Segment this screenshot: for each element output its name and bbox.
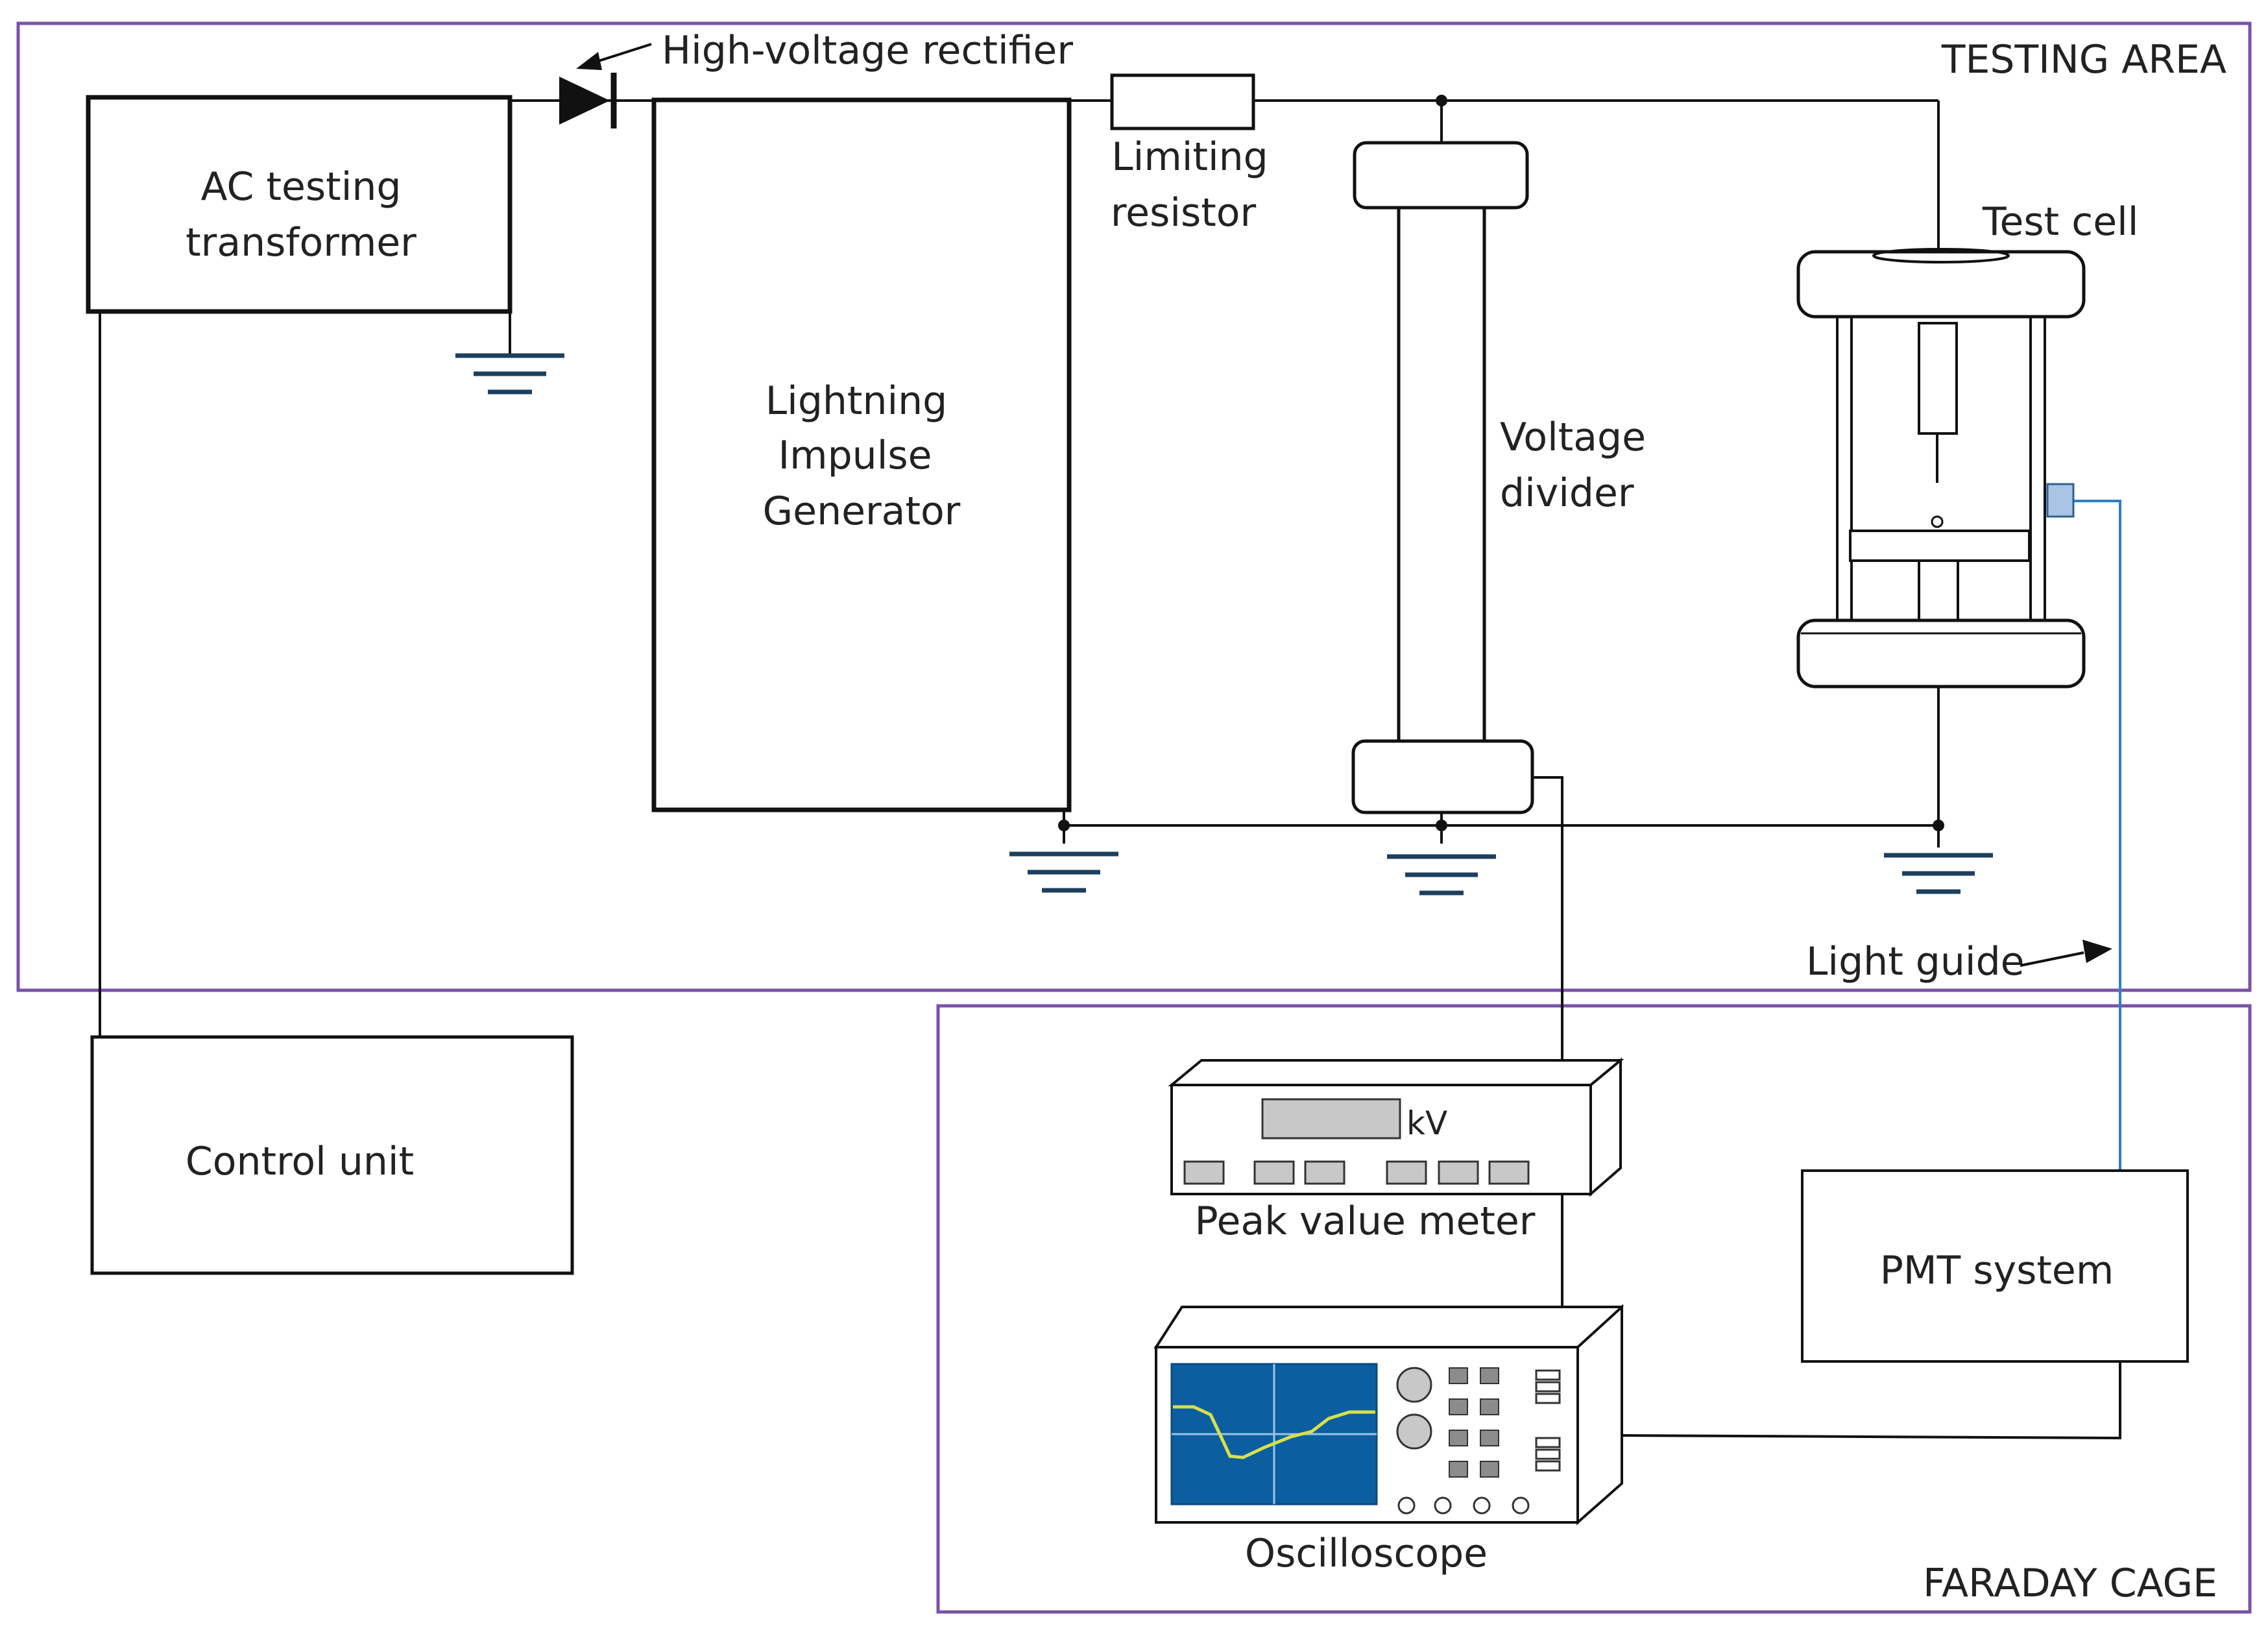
ground-symbol xyxy=(1387,854,1496,896)
light-guide-label: Light guide xyxy=(1806,939,2112,984)
wiring xyxy=(99,95,2121,1440)
oscilloscope-slots xyxy=(1535,1369,1561,1472)
svg-text:Lightning: Lightning xyxy=(766,378,948,424)
oscilloscope-connectors xyxy=(1397,1496,1530,1515)
high-voltage-rectifier: High-voltage rectifier xyxy=(559,28,1073,128)
svg-text:resistor: resistor xyxy=(1111,190,1257,236)
svg-text:AC testing: AC testing xyxy=(201,164,402,210)
meter-unit: kV xyxy=(1406,1104,1447,1142)
test-cell: Test cell xyxy=(1796,199,2138,689)
meter-buttons xyxy=(1183,1160,1530,1185)
svg-text:divider: divider xyxy=(1500,470,1634,516)
oscilloscope-buttons xyxy=(1449,1367,1499,1478)
svg-text:Control unit: Control unit xyxy=(186,1139,414,1184)
svg-text:transformer: transformer xyxy=(186,220,416,265)
control-unit: Control unit xyxy=(90,1035,574,1275)
testing-area-label: TESTING AREA xyxy=(1941,37,2226,82)
oscilloscope: Oscilloscope xyxy=(1153,1304,1624,1576)
ground-symbol xyxy=(455,353,564,395)
svg-text:High-voltage rectifier: High-voltage rectifier xyxy=(662,28,1073,73)
limiting-resistor: Limiting resistor xyxy=(1110,73,1268,236)
peak-value-meter: kV Peak value meter xyxy=(1168,1057,1624,1244)
meter-display xyxy=(1261,1098,1401,1140)
faraday-cage-border xyxy=(936,1004,2252,1614)
svg-text:Peak value meter: Peak value meter xyxy=(1195,1199,1536,1244)
svg-text:Limiting: Limiting xyxy=(1111,134,1268,180)
svg-text:Impulse: Impulse xyxy=(778,433,932,478)
svg-text:Test cell: Test cell xyxy=(1982,199,2138,245)
testing-area-border xyxy=(16,21,2252,992)
svg-text:Light guide: Light guide xyxy=(1806,939,2025,984)
ac-testing-transformer: AC testing transformer xyxy=(86,95,513,314)
oscilloscope-trace xyxy=(1173,1405,1375,1459)
lightning-impulse-generator: Lightning Impulse Generator xyxy=(651,97,1072,812)
svg-text:Oscilloscope: Oscilloscope xyxy=(1245,1531,1488,1576)
knob xyxy=(1396,1413,1432,1450)
ground-symbol xyxy=(1009,851,1118,893)
pmt-system: PMT system xyxy=(1801,1169,2189,1363)
optical-sensor xyxy=(2046,483,2075,518)
svg-text:Voltage: Voltage xyxy=(1500,415,1646,460)
light-guide-cable xyxy=(2073,500,2121,1171)
svg-text:PMT system: PMT system xyxy=(1880,1248,2114,1293)
svg-text:Generator: Generator xyxy=(763,489,961,534)
ground-symbol xyxy=(1884,853,1993,894)
voltage-divider: Voltage divider xyxy=(1351,141,1646,814)
knob xyxy=(1396,1367,1432,1403)
faraday-cage-label: FARADAY CAGE xyxy=(1923,1561,2217,1606)
